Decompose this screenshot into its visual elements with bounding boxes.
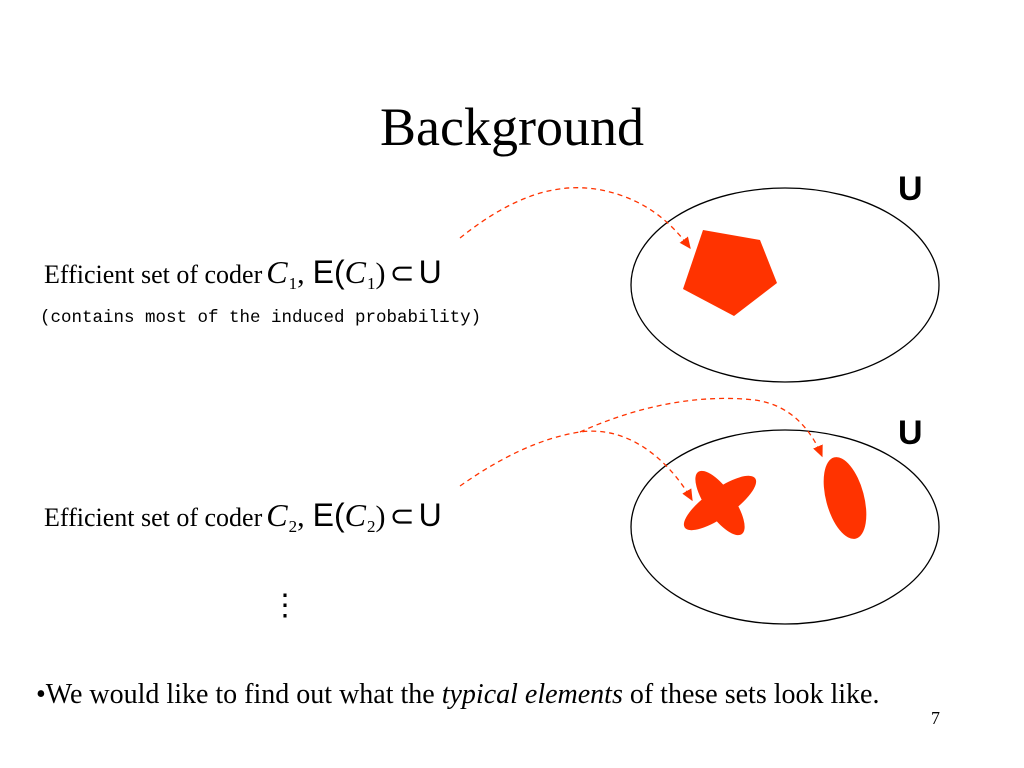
row-2-universe: U <box>418 497 442 533</box>
row-1-coder-index: 1 <box>288 274 298 293</box>
bullet-suffix: of these sets look like. <box>622 679 880 710</box>
bullet-prefix: •We would like to find out what the <box>36 679 442 710</box>
row-1-set-fn: E( <box>312 254 345 290</box>
row-2-set-fn: E( <box>312 497 345 533</box>
pentagon-shape <box>683 230 777 316</box>
cross-shape <box>683 470 757 536</box>
row-1-expression: Efficient set of coder C1, E(C1) ⊂ U <box>44 254 442 293</box>
vertical-ellipsis: ⋮ <box>270 589 300 622</box>
row-2-expression: Efficient set of coder C2, E(C2) ⊂ U <box>44 497 442 536</box>
universe-label-1: U <box>898 170 923 208</box>
row-2-coder-symbol: C <box>266 497 288 533</box>
row-2-arg-index: 2 <box>366 517 376 536</box>
oval-shape <box>823 457 867 539</box>
row-1-arg-symbol: C <box>344 254 366 290</box>
row-1-universe: U <box>418 254 442 290</box>
arrow-2b <box>579 397 823 458</box>
row-1-label: Efficient set of coder <box>44 260 263 289</box>
row-1-close-paren: ) <box>375 257 386 290</box>
universe-label-2: U <box>898 414 923 452</box>
row-2-label: Efficient set of coder <box>44 503 263 532</box>
slide-number: 7 <box>931 708 940 728</box>
row-1-note: (contains most of the induced probabilit… <box>40 308 482 328</box>
row-2-comma: , <box>297 500 305 533</box>
universe-ellipse-1 <box>630 187 940 383</box>
arrow-1 <box>459 187 691 250</box>
row-2-subset: ⊂ <box>389 500 415 533</box>
slide-title: Background <box>380 97 644 157</box>
row-1-arg-index: 1 <box>366 274 376 293</box>
arrow-2a <box>459 430 693 502</box>
row-2-coder-index: 2 <box>288 517 298 536</box>
row-1-coder-symbol: C <box>266 254 288 290</box>
row-2-close-paren: ) <box>375 500 386 533</box>
row-1-subset: ⊂ <box>389 257 415 290</box>
bullet-text: •We would like to find out what the typi… <box>36 676 936 714</box>
universe-ellipse-2 <box>630 429 940 625</box>
row-2-arg-symbol: C <box>344 497 366 533</box>
row-1-comma: , <box>297 257 305 290</box>
bullet-emphasis: typical elements <box>441 679 623 710</box>
